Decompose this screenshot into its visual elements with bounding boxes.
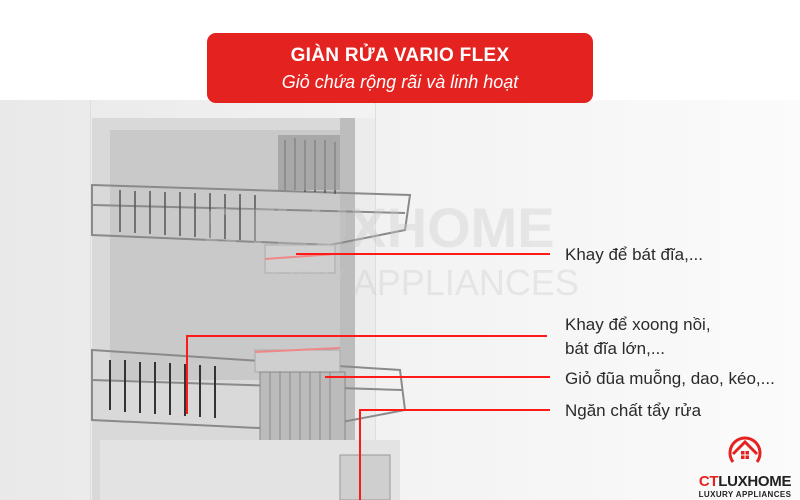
callout-label-detergent: Ngăn chất tẩy rửa [565, 401, 702, 420]
cabinet-edge [90, 100, 91, 500]
callout-label-line: bát đĩa lớn,... [565, 339, 665, 358]
callout-line-4 [359, 409, 550, 500]
lower-rack [91, 348, 407, 432]
watermark-brand: CTLUXHOME [200, 196, 555, 259]
cutlery-basket [259, 371, 346, 453]
title-banner: GIÀN RỬA VARIO FLEX Giỏ chứa rộng rãi và… [207, 33, 593, 103]
callout-label-dish-rack: Khay để bát đĩa,... [565, 245, 703, 264]
logo-brand: CTLUXHOME [697, 473, 793, 490]
door-frame [355, 118, 375, 500]
handle-accent [254, 347, 341, 353]
callout-label-pot-rack: Khay để xoong nồi, bát đĩa lớn,... [565, 313, 711, 361]
lower-rack-handle [254, 349, 341, 373]
cutlery-tray [278, 135, 340, 190]
cabinet-edge [375, 100, 376, 500]
banner-subtitle: Giỏ chứa rộng rãi và linh hoạt [281, 72, 519, 92]
callout-line-2 [186, 335, 547, 414]
callout-label-line: Khay để xoong nồi, [565, 315, 711, 334]
logo-brand-suffix: LUXHOME [718, 473, 792, 490]
detergent-compartment [339, 454, 391, 500]
logo-brand-prefix: CT [698, 473, 719, 490]
ctluxhome-logo: CTLUXHOME LUXURY APPLIANCES [697, 432, 793, 499]
house-logo-icon [728, 436, 762, 463]
callout-label-cutlery-basket: Giỏ đũa muỗng, dao, kéo,... [565, 369, 775, 388]
logo-tagline: LUXURY APPLIANCES [698, 490, 792, 499]
watermark-tagline: LUXURY APPLIANCES [200, 262, 579, 303]
banner-title: GIÀN RỬA VARIO FLEX [290, 45, 510, 66]
cutlery-basket-grid [269, 372, 331, 452]
callout-lines [186, 253, 550, 500]
